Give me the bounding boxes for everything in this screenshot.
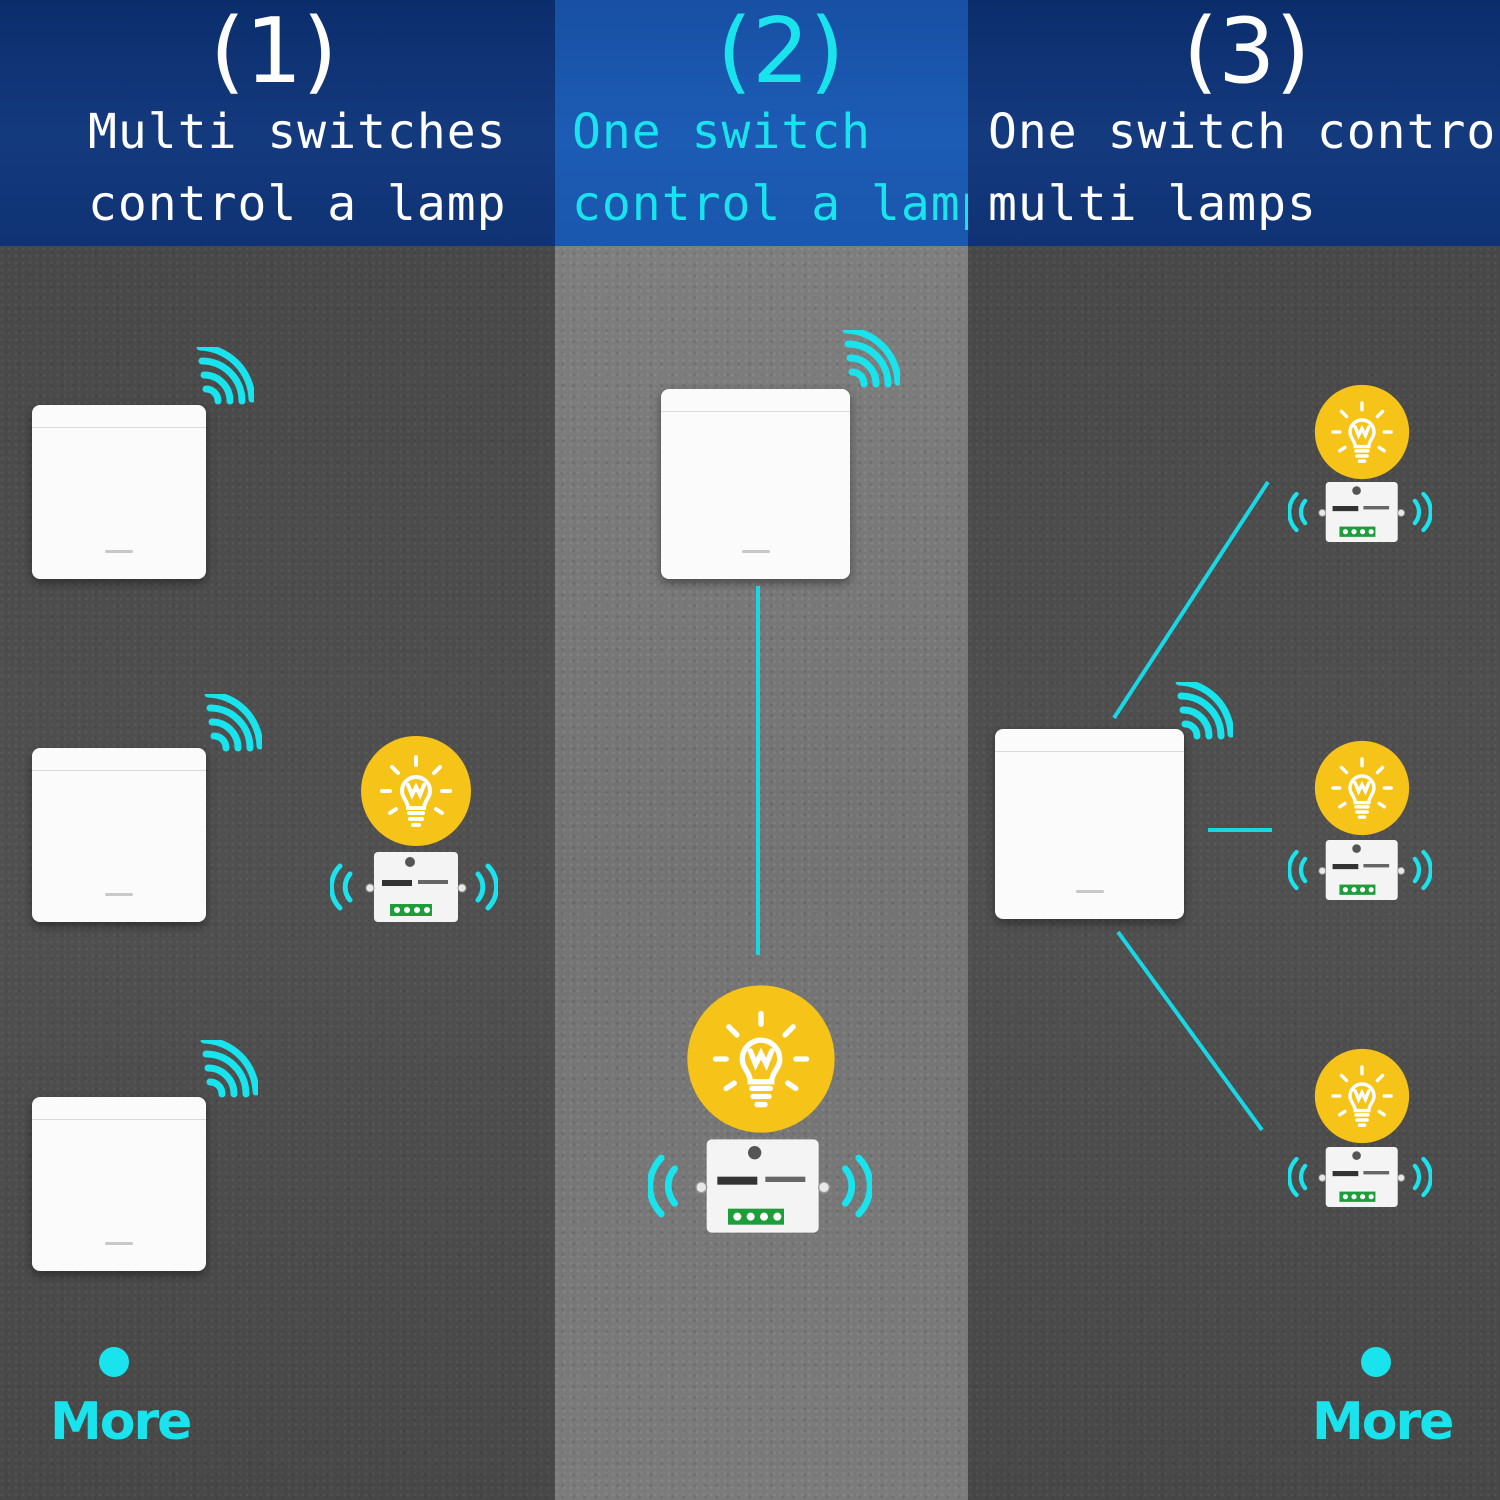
column-header: (3) One switch control multi lamps bbox=[968, 0, 1500, 246]
column-title-line-1: One switch bbox=[572, 104, 871, 160]
column-title-line-2: control a lamp bbox=[88, 176, 507, 232]
light-bulb-icon bbox=[361, 736, 471, 846]
column-title-line-2: control a lamp bbox=[572, 176, 968, 232]
more-indicator-dot bbox=[1361, 1347, 1391, 1377]
column-header: (2) One switch control a lamp bbox=[555, 0, 968, 246]
more-label[interactable]: More bbox=[1312, 1392, 1454, 1452]
smart-switch-module-icon bbox=[648, 1139, 872, 1233]
light-bulb-icon bbox=[1314, 384, 1410, 480]
wifi-signal-icon bbox=[196, 347, 254, 405]
more-indicator-dot bbox=[99, 1347, 129, 1377]
smart-switch-module-icon bbox=[1288, 840, 1432, 900]
column-number: (3) bbox=[1183, 0, 1311, 104]
switch-indicator bbox=[105, 550, 133, 553]
more-label[interactable]: More bbox=[50, 1392, 192, 1452]
light-bulb-icon bbox=[1314, 1048, 1410, 1144]
wifi-signal-icon bbox=[842, 330, 900, 388]
column-number: (1) bbox=[210, 0, 338, 104]
light-bulb-icon bbox=[1314, 740, 1410, 836]
column-one-switch-multi-lamps: (3) One switch control multi lamps bbox=[968, 0, 1500, 1500]
wall-switch[interactable] bbox=[661, 389, 850, 579]
smart-switch-module-icon bbox=[1288, 1147, 1432, 1207]
smart-switch-module-icon bbox=[330, 852, 498, 922]
connection-lines bbox=[1112, 480, 1272, 1132]
light-bulb-icon bbox=[687, 985, 835, 1133]
column-number: (2) bbox=[717, 0, 845, 104]
column-background bbox=[555, 246, 968, 1500]
switch-indicator bbox=[1075, 890, 1104, 893]
switch-indicator bbox=[105, 1242, 133, 1245]
wifi-signal-icon bbox=[200, 1040, 258, 1098]
smart-switch-module-icon bbox=[1288, 482, 1432, 542]
wifi-signal-icon bbox=[1175, 682, 1233, 740]
column-title-line-2: multi lamps bbox=[988, 176, 1317, 232]
column-one-switch-one-lamp: (2) One switch control a lamp bbox=[555, 0, 968, 1500]
wifi-signal-icon bbox=[204, 694, 262, 752]
wall-switch[interactable] bbox=[995, 729, 1184, 919]
wall-switch[interactable] bbox=[32, 405, 206, 579]
column-multi-switches: (1) Multi switches control a lamp bbox=[0, 0, 555, 1500]
column-title-line-1: One switch control bbox=[988, 104, 1500, 160]
wall-switch[interactable] bbox=[32, 748, 206, 922]
column-title-line-1: Multi switches bbox=[88, 104, 507, 160]
switch-indicator bbox=[105, 893, 133, 896]
connection-line bbox=[756, 586, 760, 955]
wall-switch[interactable] bbox=[32, 1097, 206, 1271]
column-header: (1) Multi switches control a lamp bbox=[0, 0, 555, 246]
column-background bbox=[968, 246, 1500, 1500]
switch-indicator bbox=[741, 550, 770, 553]
